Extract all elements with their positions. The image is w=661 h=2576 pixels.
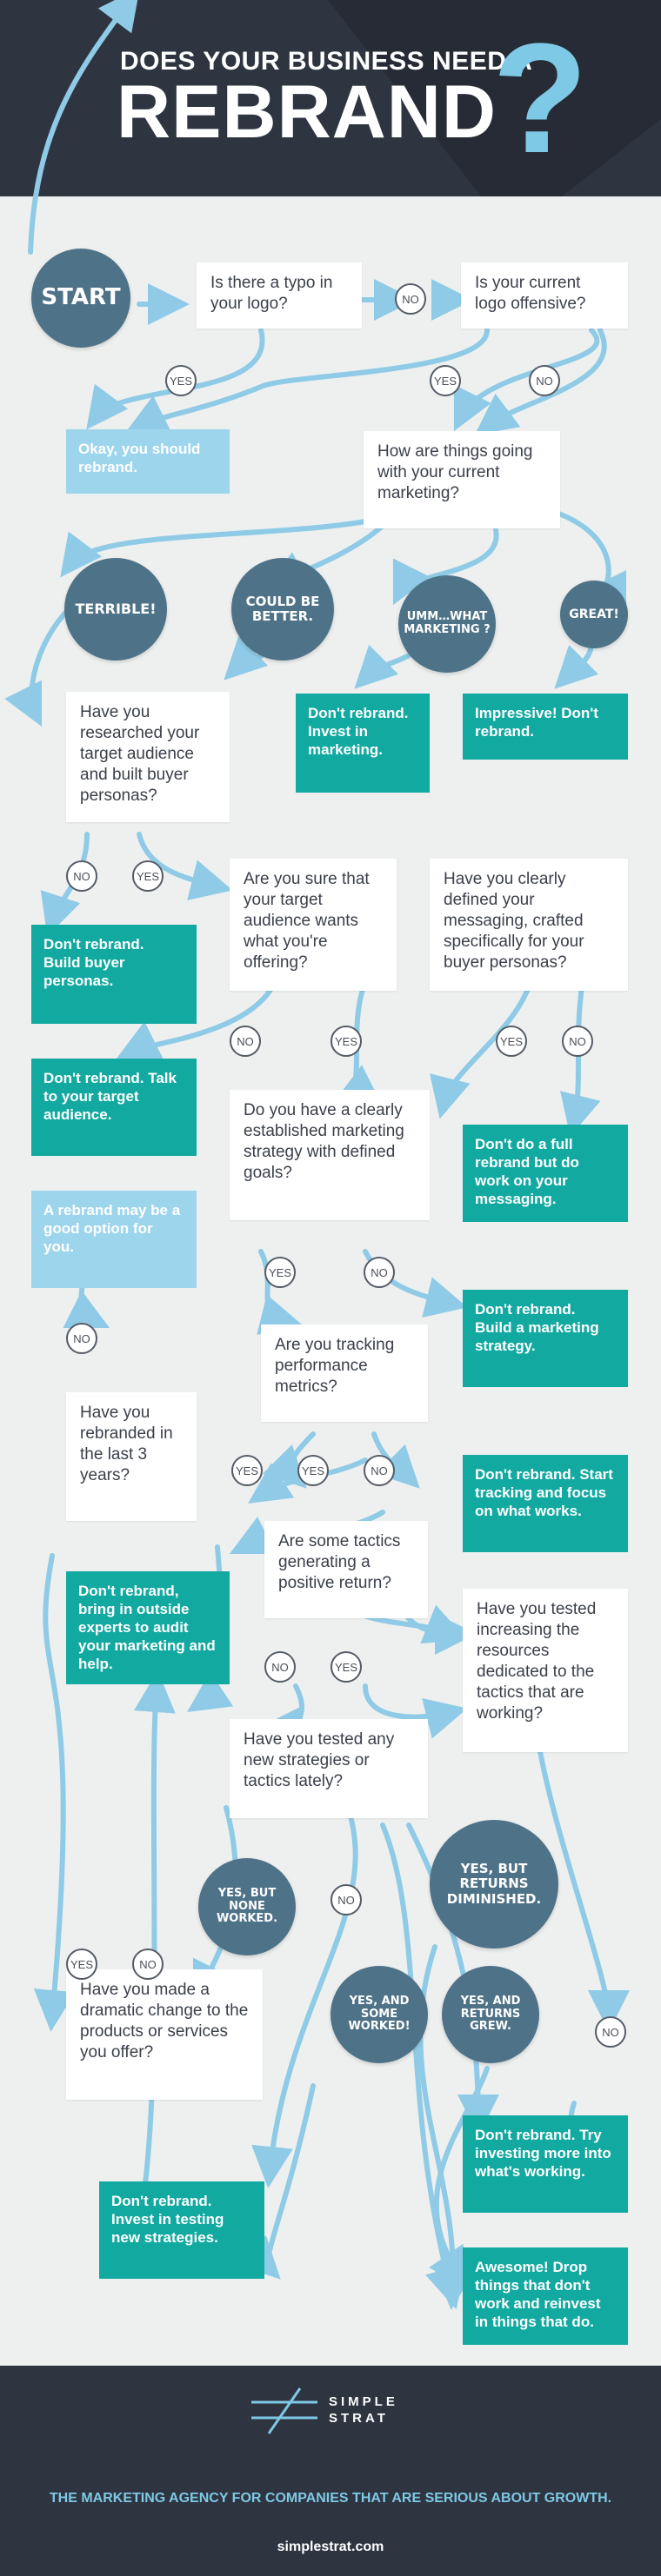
tag-yes: YES xyxy=(330,1026,362,1057)
logo-line2: STRAT xyxy=(329,2411,389,2426)
answer-impressive: Impressive! Don't rebrand. xyxy=(463,694,628,760)
tag-yes: YES xyxy=(66,1949,97,1980)
tag-yes: YES xyxy=(430,365,461,396)
simplestrat-logo-icon xyxy=(251,2387,317,2434)
title-line2: REBRAND xyxy=(117,70,497,154)
logo-line1: SIMPLE xyxy=(329,2394,398,2409)
circle-yes-none: YES, BUT NONE WORKED. xyxy=(198,1858,296,1955)
circle-yes-diminished: YES, BUT RETURNS DIMINISHED. xyxy=(430,1820,558,1949)
answer-invest-testing: Don't rebrand. Invest in testing new str… xyxy=(99,2181,264,2279)
start-circle: START xyxy=(31,249,130,348)
question-typo: Is there a typo in your logo? xyxy=(197,262,362,329)
tag-yes: YES xyxy=(231,1455,263,1486)
logo-text: SIMPLE STRAT xyxy=(329,2393,398,2427)
tag-no: NO xyxy=(132,1949,164,1980)
circle-great: GREAT! xyxy=(560,581,628,648)
header: DOES YOUR BUSINESS NEED A REBRAND ? xyxy=(0,0,661,196)
question-audience-wants: Are you sure that your target audience w… xyxy=(230,859,397,991)
question-tracking: Are you tracking performance metrics? xyxy=(261,1325,428,1422)
tag-yes: YES xyxy=(330,1651,362,1683)
question-tested-new: Have you tested any new strategies or ta… xyxy=(230,1719,428,1818)
circle-yes-some: YES, AND SOME WORKED! xyxy=(330,1966,428,2063)
question-tested-increasing: Have you tested increasing the resources… xyxy=(463,1589,628,1752)
answer-build-strategy: Don't rebrand. Build a marketing strateg… xyxy=(463,1290,628,1387)
answer-invest-marketing: Don't rebrand. Invest in marketing. xyxy=(296,694,430,793)
title-line1: DOES YOUR BUSINESS NEED A xyxy=(120,47,533,76)
tag-no: NO xyxy=(364,1257,395,1288)
question-offensive: Is your current logo offensive? xyxy=(461,262,628,329)
footer-site-link[interactable]: simplestrat.com xyxy=(277,2539,384,2554)
tag-no: NO xyxy=(264,1651,296,1683)
tag-no: NO xyxy=(562,1026,593,1057)
answer-build-personas: Don't rebrand. Build buyer personas. xyxy=(31,925,197,1024)
answer-talk-audience: Don't rebrand. Talk to your target audie… xyxy=(31,1059,197,1156)
circle-umm: UMM…WHAT MARKETING ? xyxy=(398,575,496,673)
tag-no: NO xyxy=(595,2016,626,2048)
question-researched: Have you researched your target audience… xyxy=(66,692,230,822)
circle-could-be-better: COULD BE BETTER. xyxy=(231,558,334,661)
footer: SIMPLE STRAT THE MARKETING AGENCY FOR CO… xyxy=(0,2366,661,2576)
tag-yes: YES xyxy=(496,1026,527,1057)
answer-awesome: Awesome! Drop things that don't work and… xyxy=(463,2247,628,2345)
tag-yes: YES xyxy=(132,860,164,892)
tag-yes: YES xyxy=(264,1257,296,1288)
circle-yes-grew: YES, AND RETURNS GREW. xyxy=(442,1966,539,2063)
tag-no: NO xyxy=(529,365,560,396)
answer-should-rebrand: Okay, you should rebrand. xyxy=(66,429,230,494)
tag-yes: YES xyxy=(165,365,197,396)
answer-outside-experts: Don't rebrand, bring in outside experts … xyxy=(66,1571,230,1684)
tag-no: NO xyxy=(330,1884,362,1915)
answer-good-option: A rebrand may be a good option for you. xyxy=(31,1191,197,1288)
question-positive: Are some tactics generating a positive r… xyxy=(264,1521,428,1618)
question-mark: ? xyxy=(492,11,588,186)
circle-terrible: TERRIBLE! xyxy=(64,558,167,661)
footer-tagline: THE MARKETING AGENCY FOR COMPANIES THAT … xyxy=(49,2491,612,2506)
tag-yes: YES xyxy=(297,1455,329,1486)
answer-work-messaging: Don't do a full rebrand but do work on y… xyxy=(463,1125,628,1222)
answer-start-tracking: Don't rebrand. Start tracking and focus … xyxy=(463,1455,628,1552)
tag-no: NO xyxy=(395,283,426,315)
question-messaging: Have you clearly defined your messaging,… xyxy=(430,859,628,991)
tag-no: NO xyxy=(364,1455,395,1486)
answer-try-investing: Don't rebrand. Try investing more into w… xyxy=(463,2115,628,2213)
question-marketing: How are things going with your current m… xyxy=(364,431,560,528)
tag-no: NO xyxy=(66,860,97,892)
question-rebranded: Have you rebranded in the last 3 years? xyxy=(66,1392,197,1521)
question-dramatic: Have you made a dramatic change to the p… xyxy=(66,1969,263,2100)
question-strategy: Do you have a clearly established market… xyxy=(230,1090,430,1220)
tag-no: NO xyxy=(66,1323,97,1354)
tag-no: NO xyxy=(230,1026,261,1057)
